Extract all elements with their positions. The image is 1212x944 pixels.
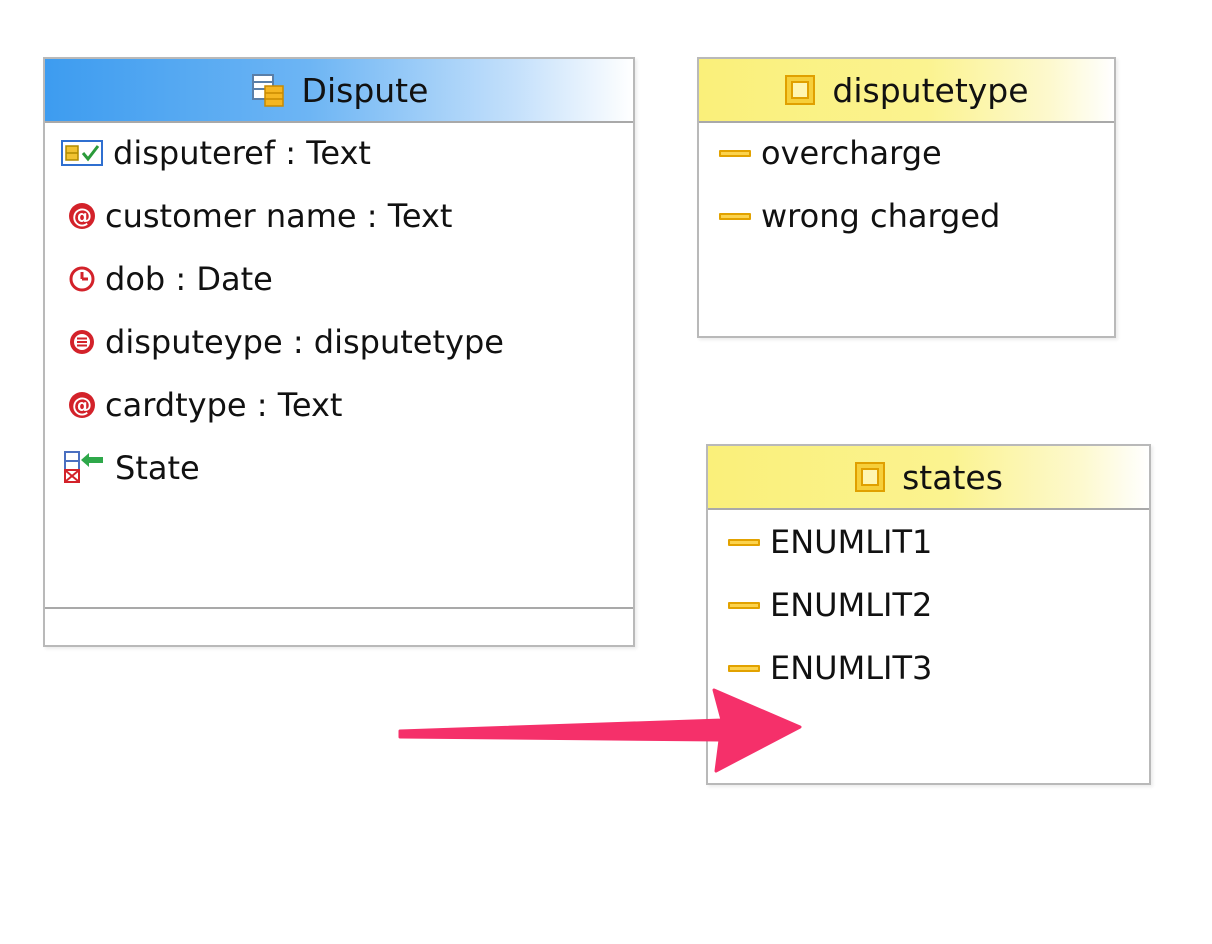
enum-literal-row[interactable]: wrong charged — [719, 194, 1000, 238]
attribute-label: cardtype : Text — [105, 386, 343, 424]
attribute-row-state[interactable]: State — [63, 446, 200, 490]
enum-literal-icon — [728, 664, 760, 672]
attribute-label: disputeype : disputetype — [105, 323, 504, 361]
enum-literal-icon — [728, 601, 760, 609]
states-enum-title: states — [902, 457, 1003, 497]
attribute-row-customer-name[interactable]: @ customer name : Text — [69, 194, 452, 238]
disputetype-enum-title: disputetype — [832, 70, 1029, 110]
enum-attribute-icon — [69, 329, 95, 355]
states-enum-header[interactable]: states — [708, 446, 1149, 510]
text-attribute-icon: @ — [69, 203, 95, 229]
enum-literal-icon — [719, 149, 751, 157]
attribute-row-dob[interactable]: dob : Date — [69, 257, 273, 301]
clock-icon — [69, 266, 95, 292]
attribute-row-disputeype[interactable]: disputeype : disputetype — [69, 320, 504, 364]
enum-literal-row[interactable]: ENUMLIT3 — [728, 646, 932, 690]
enum-literal-row[interactable]: ENUMLIT2 — [728, 583, 932, 627]
enumeration-icon — [854, 461, 886, 493]
enum-literal-row[interactable]: overcharge — [719, 131, 942, 175]
operations-separator — [45, 607, 633, 609]
enum-literal-label: wrong charged — [761, 197, 1001, 235]
text-attribute-icon: @ — [69, 392, 95, 418]
attribute-label: disputeref : Text — [113, 134, 371, 172]
dispute-class-box[interactable]: Dispute disputeref : Text @ customer nam… — [43, 57, 635, 647]
enum-literal-row[interactable]: ENUMLIT1 — [728, 520, 932, 564]
state-icon — [63, 450, 105, 486]
class-table-icon — [250, 72, 286, 108]
attribute-row-cardtype[interactable]: @ cardtype : Text — [69, 383, 342, 427]
attribute-label: State — [115, 449, 200, 487]
enumeration-icon — [784, 74, 816, 106]
attribute-label: dob : Date — [105, 260, 273, 298]
enum-literal-icon — [728, 538, 760, 546]
attribute-label: customer name : Text — [105, 197, 453, 235]
disputetype-enum-header[interactable]: disputetype — [699, 59, 1114, 123]
enum-literal-icon — [719, 212, 751, 220]
disputetype-enum-box[interactable]: disputetype overcharge wrong charged — [697, 57, 1116, 338]
dispute-class-title: Dispute — [301, 70, 429, 110]
enum-literal-label: overcharge — [761, 134, 942, 172]
enum-literal-label: ENUMLIT2 — [770, 586, 933, 624]
enum-literal-label: ENUMLIT1 — [770, 523, 933, 561]
dispute-class-header[interactable]: Dispute — [45, 59, 633, 123]
key-attribute-icon — [61, 140, 103, 166]
enum-literal-label: ENUMLIT3 — [770, 649, 933, 687]
attribute-row-disputeref[interactable]: disputeref : Text — [61, 131, 371, 175]
